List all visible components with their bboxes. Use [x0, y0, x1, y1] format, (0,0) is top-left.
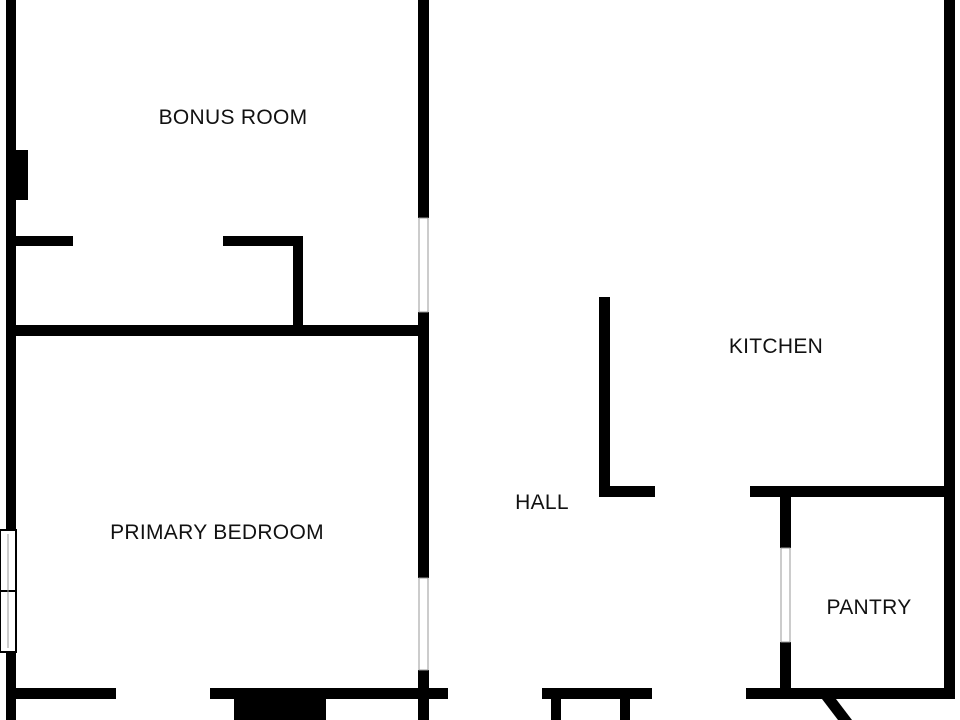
room-label-bonus-room: BONUS ROOM	[159, 106, 308, 129]
bonus-bedroom-divider-wall	[16, 325, 428, 336]
fireplace-block	[14, 150, 28, 200]
right-exterior-wall	[944, 0, 955, 496]
central-wall-middle	[418, 312, 429, 578]
kitchen-pantry-wall	[750, 486, 955, 497]
walls	[6, 0, 955, 720]
bonus-closet-wall-vertical	[293, 236, 303, 336]
angled-wall	[822, 699, 852, 720]
pantry-left-wall-top	[780, 486, 791, 548]
kitchen-partition-vertical	[599, 297, 610, 497]
bottom-post-1	[551, 696, 561, 720]
kitchen-partition-horizontal	[599, 486, 655, 497]
room-label-pantry: PANTRY	[826, 596, 911, 619]
bottom-wall-4	[746, 688, 955, 699]
bottom-fireplace-block	[234, 696, 326, 720]
room-label-kitchen: KITCHEN	[729, 335, 823, 358]
central-wall-top	[418, 0, 429, 218]
windows	[0, 217, 791, 671]
room-label-hall: HALL	[515, 491, 569, 514]
bottom-wall-2	[210, 688, 448, 699]
bottom-post-2	[620, 696, 630, 720]
left-exterior-wall	[6, 0, 16, 530]
bottom-wall-1	[6, 688, 116, 699]
window-central-upper	[418, 217, 429, 313]
pantry-right-wall	[944, 486, 955, 690]
left-exterior-wall-lower	[6, 652, 16, 720]
bonus-closet-wall-left	[16, 236, 73, 246]
room-labels: BONUS ROOM PRIMARY BEDROOM HALL KITCHEN …	[110, 106, 911, 619]
bonus-closet-wall-right	[223, 236, 303, 246]
room-label-primary-bedroom: PRIMARY BEDROOM	[110, 521, 324, 544]
window-pantry	[780, 547, 791, 643]
bottom-wall-3	[542, 688, 652, 699]
window-central-lower	[418, 577, 429, 671]
pantry-left-wall-bottom	[780, 642, 791, 692]
